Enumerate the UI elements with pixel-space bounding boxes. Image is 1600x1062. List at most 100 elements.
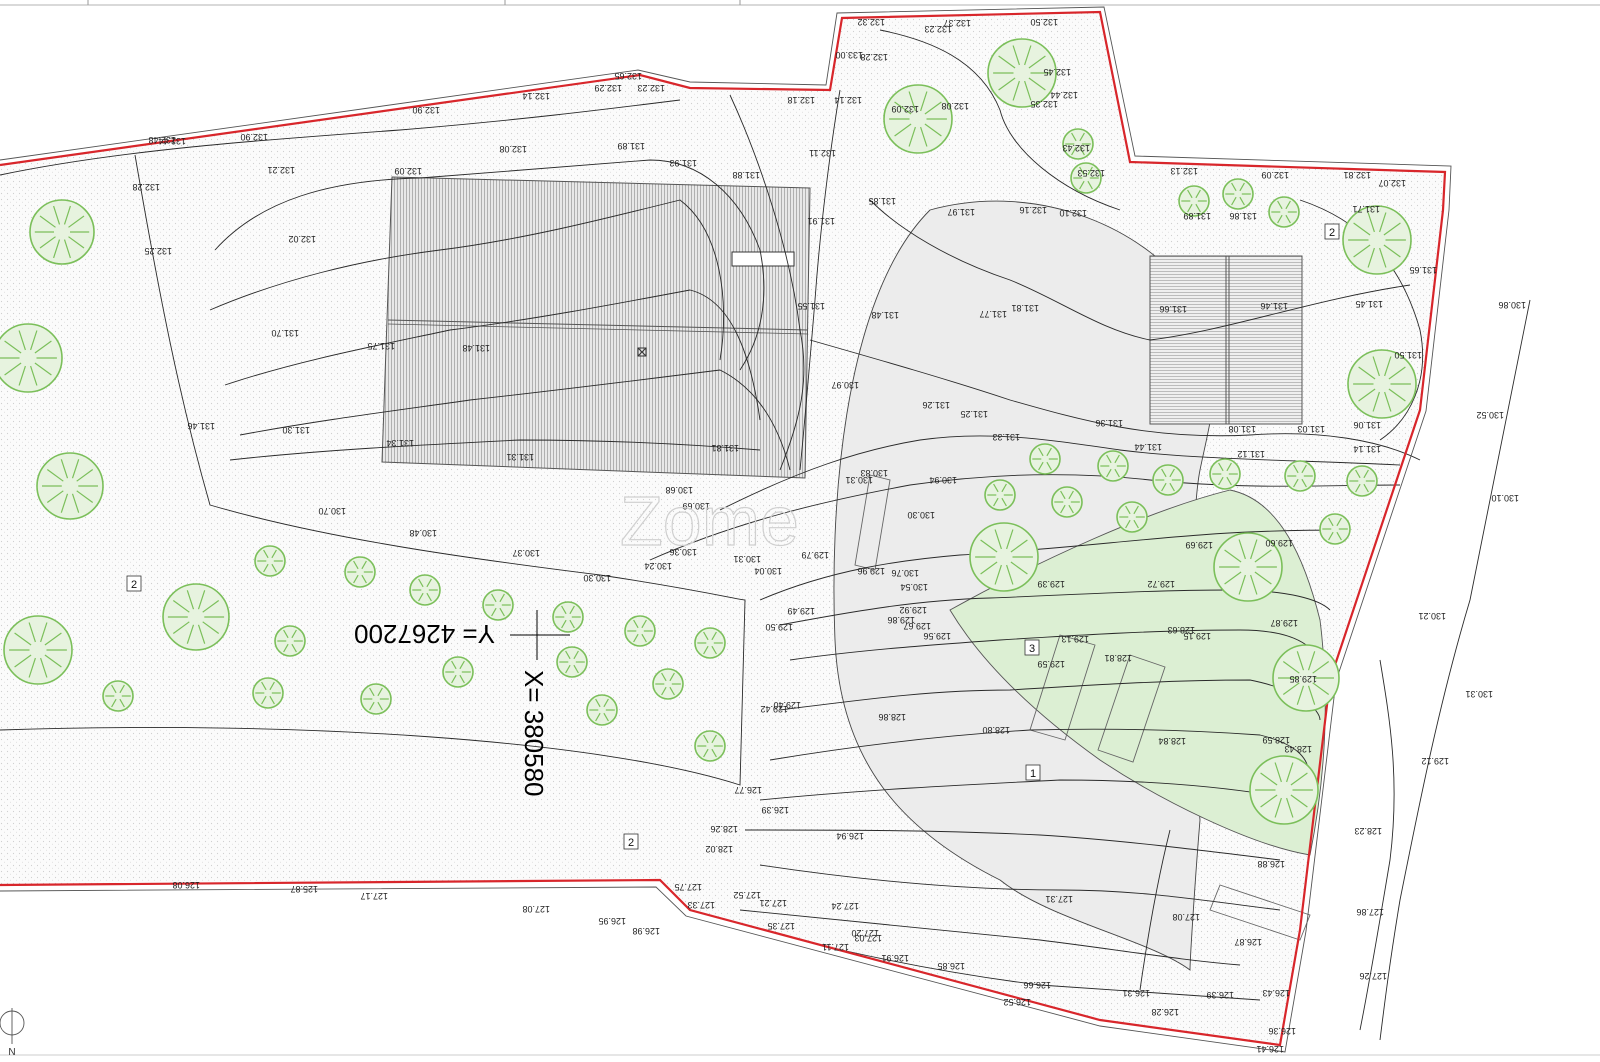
elevation-label: 127.21: [759, 898, 787, 908]
elevation-label: 133.00: [835, 50, 863, 60]
elevation-label: 128.02: [705, 844, 733, 854]
elevation-label: 132.81: [1343, 170, 1371, 180]
elevation-label: 129.59: [1037, 659, 1065, 669]
elevation-label: 132.50: [1030, 17, 1058, 27]
zone-tag: 2: [623, 833, 639, 850]
elevation-label: 129.39: [1037, 579, 1065, 589]
tree-icon: [36, 452, 104, 520]
elevation-label: 132.09: [1261, 170, 1289, 180]
tree-icon: [1347, 349, 1417, 419]
tree-icon: [586, 694, 618, 726]
elevation-label: 129.86: [887, 615, 915, 625]
elevation-label: 132.13: [1170, 166, 1198, 176]
elevation-label: 130.94: [929, 475, 957, 485]
svg-text:2: 2: [628, 837, 634, 849]
trees-layer: [0, 38, 1417, 825]
elevation-label: 129.13: [1061, 634, 1089, 644]
tree-icon: [1097, 450, 1129, 482]
contour-lines: [0, 29, 1531, 1041]
elevation-label: 128.80: [982, 725, 1010, 735]
elevation-label: 132.09: [891, 104, 919, 114]
tree-icon: [556, 646, 588, 678]
elevation-label: 131.77: [979, 309, 1007, 319]
elevation-label: 131.89: [617, 141, 645, 151]
elevation-label: 132.28: [132, 182, 160, 192]
elevation-label: 130.52: [1476, 410, 1504, 420]
elevation-label: 126.88: [1257, 859, 1285, 869]
elevation-label: 131.81: [1011, 303, 1039, 313]
elevation-label: 132.65: [614, 71, 642, 81]
tree-icon: [1284, 460, 1316, 492]
elevation-label: 131.71: [1352, 204, 1380, 214]
elevation-label: 131.55: [797, 301, 825, 311]
elevation-label: 129.69: [1185, 540, 1213, 550]
tree-icon: [0, 323, 63, 393]
elevation-label: 132.16: [1019, 205, 1047, 215]
elevation-label: 127.03: [854, 933, 882, 943]
elevation-label: 132.07: [1378, 178, 1406, 188]
tree-icon: [1268, 196, 1300, 228]
elevation-label: 132.11: [809, 148, 836, 158]
elevation-label: 127.20: [851, 928, 879, 938]
elevation-label: 130.21: [1418, 611, 1446, 621]
tree-icon: [1029, 443, 1061, 475]
tree-icon: [1222, 178, 1254, 210]
elevation-label: 126.66: [1023, 980, 1051, 990]
tree-icon: [1116, 501, 1148, 533]
coordinate-marker: Y= 4267200 X= 380580: [354, 610, 570, 797]
elevation-label: 130.68: [665, 485, 693, 495]
elevation-label: 131.03: [1297, 424, 1325, 434]
tree-icon: [1062, 128, 1094, 160]
elevation-label: 128.26: [710, 824, 738, 834]
tree-icon: [344, 556, 376, 588]
tree-icon: [552, 601, 584, 633]
elevation-label: 131.65: [1409, 265, 1437, 275]
elevation-label: 129.85: [1289, 674, 1317, 684]
elevation-label: 126.08: [172, 880, 200, 890]
tree-icon: [694, 730, 726, 762]
elevation-label: 130.36: [669, 547, 697, 557]
elevation-label: 131.26: [922, 400, 950, 410]
tree-icon: [360, 683, 392, 715]
elevation-label: 132.48: [148, 135, 176, 145]
elevation-label: 128.81: [1104, 653, 1132, 663]
elevation-label: 129.40: [773, 700, 801, 710]
coordinate-y-label: Y= 4267200: [354, 619, 495, 649]
elevation-label: 130.83: [860, 468, 888, 478]
elevation-label: 128.63: [1167, 625, 1195, 635]
elevation-label: 131.33: [992, 432, 1020, 442]
elevation-label: 131.89: [1183, 211, 1211, 221]
tree-icon: [442, 656, 474, 688]
elevation-label: 127.26: [1359, 971, 1387, 981]
elevation-label: 131.46: [187, 421, 215, 431]
elevation-label: 131.25: [960, 409, 988, 419]
elevation-label: 126.91: [881, 953, 909, 963]
elevation-label: 128.59: [1262, 735, 1290, 745]
elevation-label: 131.86: [1229, 211, 1257, 221]
elevation-label: 130.30: [583, 573, 611, 583]
elevation-label: 132.28: [860, 52, 888, 62]
elevation-label: 132.44: [1050, 90, 1078, 100]
elevation-label: 126.43: [1262, 988, 1290, 998]
elevation-label: 131.48: [871, 310, 899, 320]
elevation-label: 131.81: [711, 443, 739, 453]
elevation-label: 126.52: [1003, 997, 1031, 1007]
elevation-label: 132.90: [240, 132, 268, 142]
elevation-label: 129.50: [765, 622, 793, 632]
coordinate-x-label: X= 380580: [519, 670, 549, 797]
elevation-label: 127.11: [822, 942, 849, 952]
elevation-label: 131.48: [462, 343, 490, 353]
elevation-label: 131.91: [807, 216, 835, 226]
elevation-label: 131.36: [1095, 418, 1123, 428]
elevation-label: 132.25: [144, 246, 172, 256]
elevation-label: 130.30: [907, 510, 935, 520]
tree-icon: [1152, 464, 1184, 496]
elevation-label: 127.35: [767, 921, 795, 931]
tree-icon: [3, 615, 73, 685]
elevation-label: 130.31: [845, 475, 873, 485]
elevation-label: 129.12: [1421, 756, 1449, 766]
zone-tag: 2: [1324, 223, 1340, 240]
elevation-label: 132.10: [1059, 208, 1087, 218]
elevation-label: 132.14: [522, 91, 550, 101]
tree-icon: [883, 84, 953, 154]
